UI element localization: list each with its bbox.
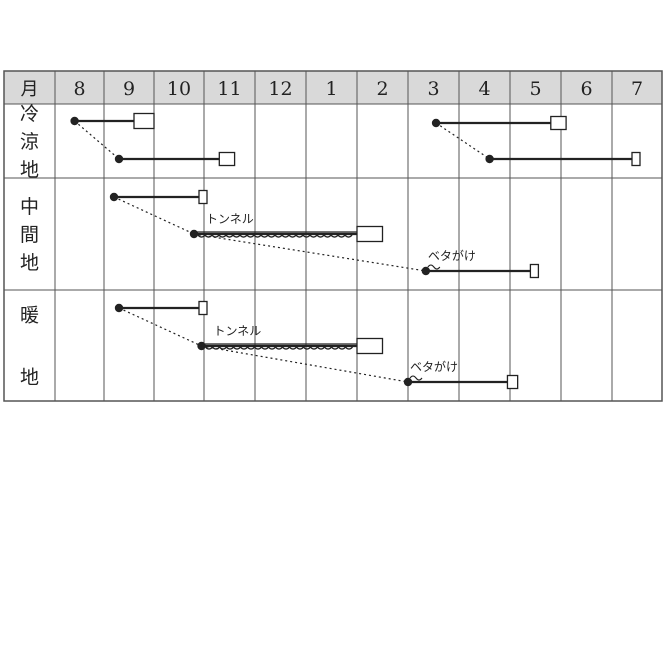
harvest-period-box: [356, 225, 384, 243]
month-label: 11: [217, 78, 241, 100]
month-label: 8: [73, 78, 85, 100]
sowing-sequence-connector: [193, 233, 426, 272]
cover-label: ベタがけ: [428, 248, 476, 263]
sowing-dot: [485, 154, 494, 164]
harvest-period-box: [631, 151, 641, 167]
region-label-char: 地: [20, 159, 39, 181]
region-label-char: 地: [20, 252, 39, 274]
region-label-char: 暖: [20, 305, 39, 327]
sowing-dot: [403, 377, 413, 387]
month-label: 12: [268, 78, 292, 100]
beta-cover-mark: [427, 264, 441, 270]
month-label: 5: [529, 78, 541, 100]
harvest-period-box: [218, 151, 236, 167]
month-label: 2: [376, 78, 388, 100]
harvest-period-box: [356, 337, 384, 355]
sowing-sequence-connector: [74, 120, 120, 160]
month-label: 1: [325, 78, 337, 100]
harvest-period-box: [529, 263, 540, 279]
region-label-char: 冷: [20, 103, 39, 125]
sowing-dot: [421, 266, 431, 276]
sowing-sequence-connector: [118, 307, 202, 347]
tunnel-cover-marks: [204, 345, 354, 350]
month-label: 6: [580, 78, 592, 100]
harvest-period-box: [506, 374, 519, 390]
header-month-label: 月: [21, 79, 39, 100]
region-label-char: 地: [20, 367, 39, 389]
cover-label: トンネル: [206, 212, 254, 226]
sowing-sequence-connector: [435, 122, 490, 160]
region-label-char: 間: [20, 224, 39, 246]
month-label: 10: [167, 78, 191, 100]
beta-cover-mark: [409, 375, 423, 381]
region-label-char: 中: [20, 196, 39, 218]
harvest-period-box: [550, 115, 567, 131]
month-label: 9: [123, 78, 135, 100]
month-label: 3: [427, 78, 439, 100]
header-background: [4, 71, 662, 104]
harvest-period-box: [133, 112, 155, 130]
region-label-char: 涼: [20, 131, 39, 153]
cover-label: ベタがけ: [410, 359, 458, 374]
cover-label: トンネル: [214, 324, 262, 338]
month-label: 4: [478, 78, 490, 100]
harvest-period-box: [198, 300, 208, 316]
month-label: 7: [631, 78, 643, 100]
chart-border: [3, 70, 663, 402]
harvest-period-box: [198, 189, 208, 205]
